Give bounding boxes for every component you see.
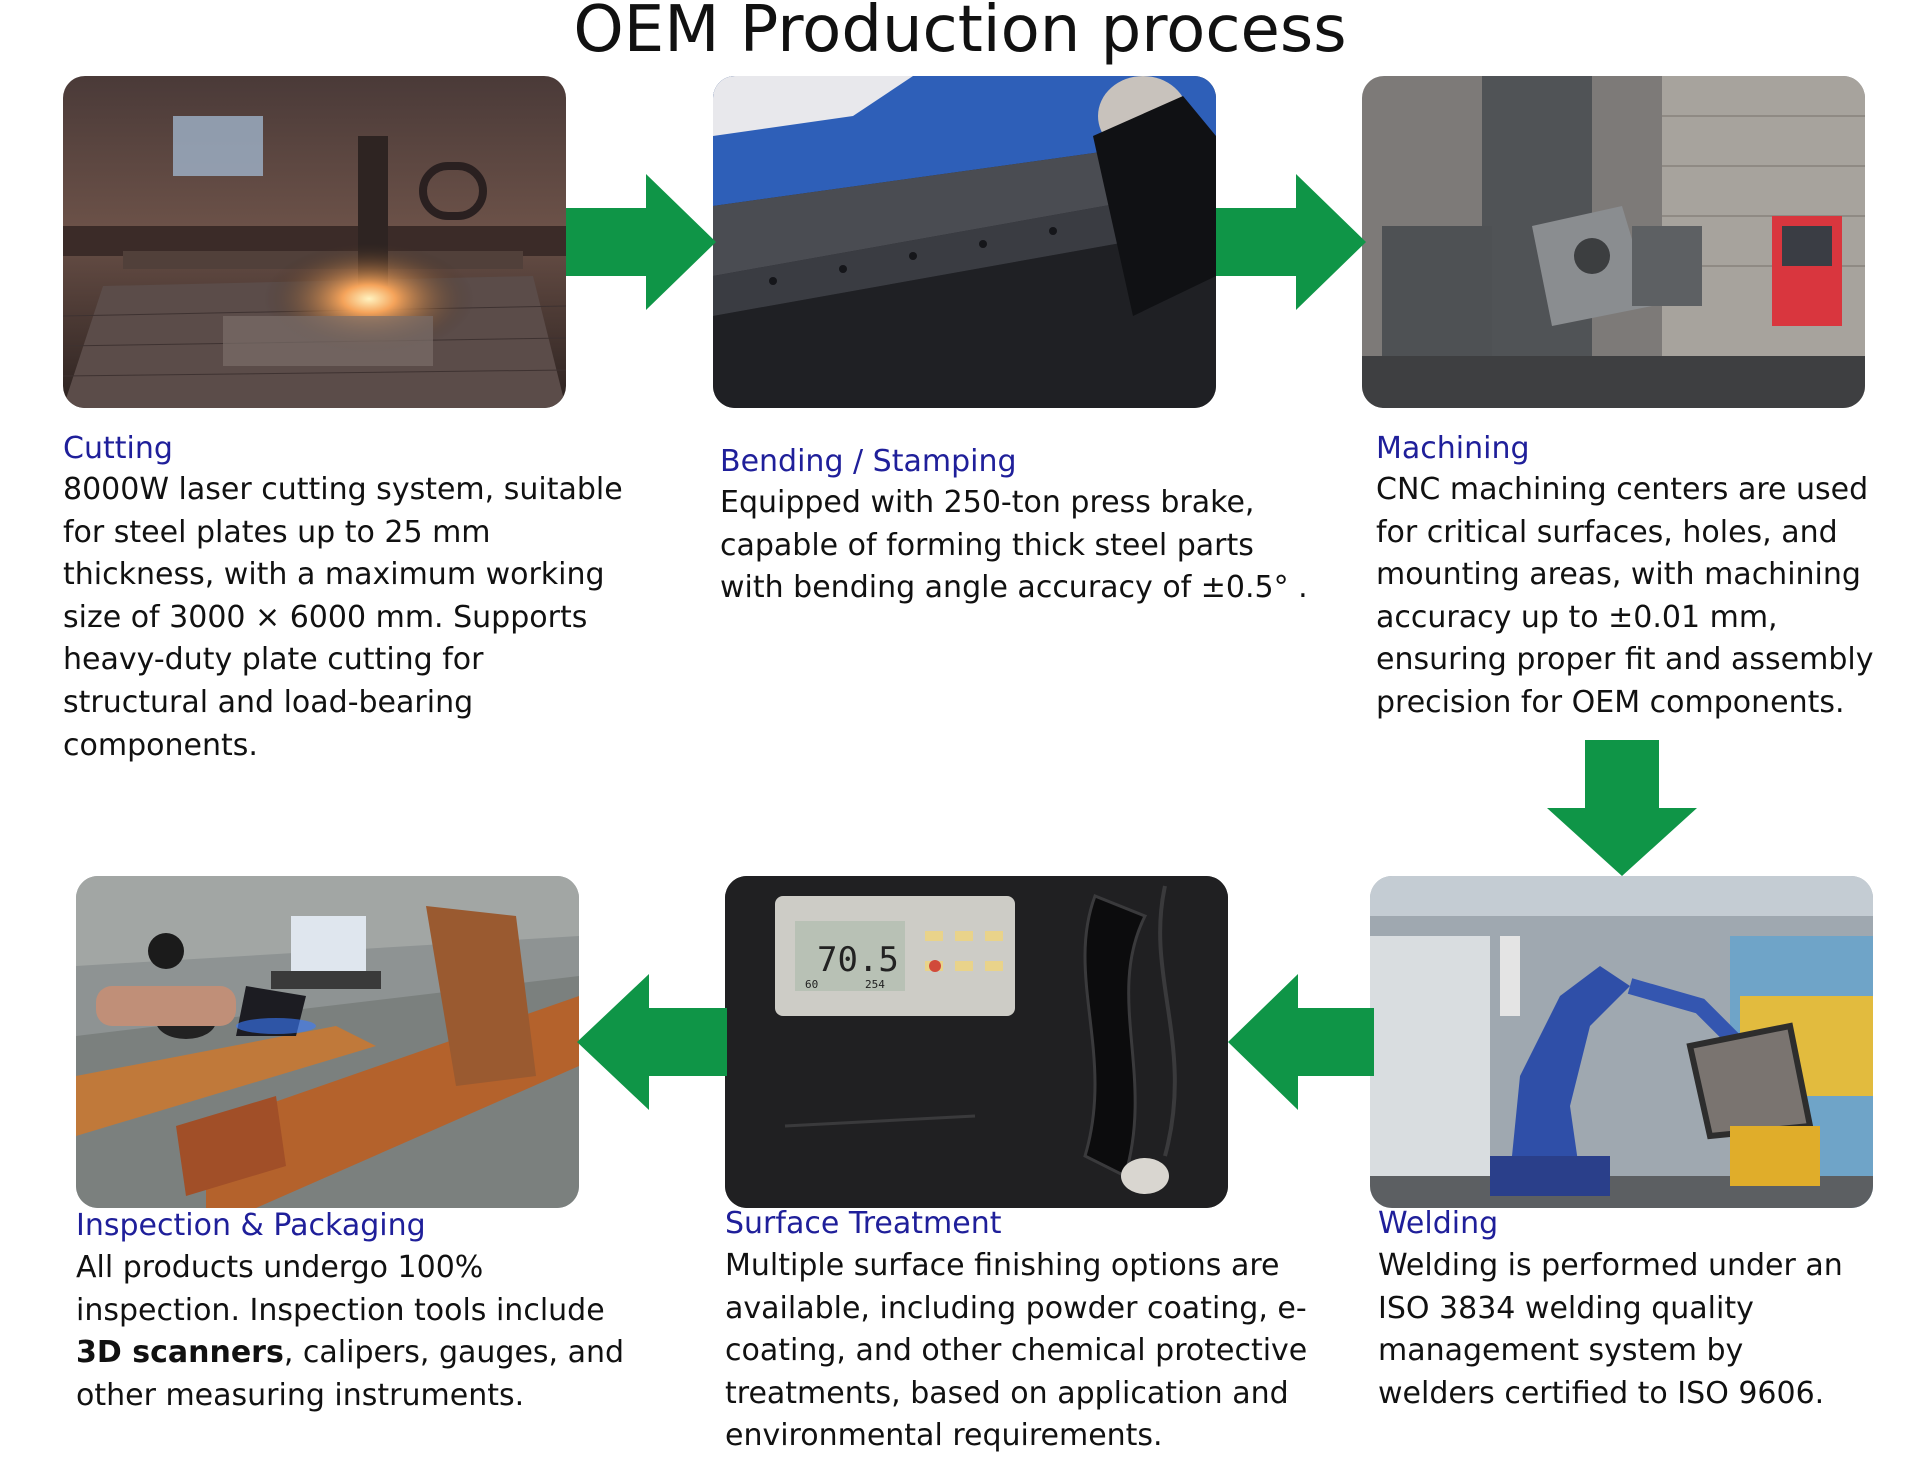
arrow-down-icon (1547, 740, 1697, 876)
coating-gauge-photo: 70.5 60 254 (725, 876, 1228, 1208)
gauge-sub-left: 60 (805, 978, 818, 991)
step-title-cutting: Cutting (63, 431, 173, 466)
step-desc-bending: Equipped with 250-ton press brake, capab… (720, 485, 1308, 606)
cnc-machining-photo (1362, 76, 1865, 408)
press-brake-photo (713, 76, 1216, 408)
arrow-left-icon (577, 974, 727, 1110)
step-desc-inspection: All products undergo 100% inspection. In… (76, 1247, 656, 1417)
gauge-reading: 70.5 (817, 940, 899, 980)
inspection-desc-line2: inspection. Inspection tools include (76, 1292, 605, 1328)
gauge-sub-right: 254 (865, 978, 885, 991)
step-desc-cutting: 8000W laser cutting system, suitable for… (63, 472, 623, 763)
inspection-desc-bold: 3D scanners (76, 1335, 284, 1371)
inspection-desc-line3-rest: , calipers, gauges, and (283, 1335, 625, 1371)
arrow-right-icon (1216, 174, 1366, 310)
step-title-machining: Machining (1376, 431, 1530, 466)
page-title: OEM Production process (573, 0, 1347, 67)
robotic-welding-photo (1370, 876, 1873, 1208)
step-title-bending: Bending / Stamping (720, 444, 1017, 479)
step-desc-welding: Welding is performed under an ISO 3834 w… (1378, 1248, 1843, 1411)
step-desc-machining: CNC machining centers are used for criti… (1376, 472, 1874, 720)
arrow-right-icon (566, 174, 716, 310)
3d-scanner-inspection-photo (76, 876, 579, 1208)
step-title-surface: Surface Treatment (725, 1206, 1002, 1241)
step-title-welding: Welding (1378, 1206, 1499, 1241)
step-desc-surface: Multiple surface finishing options are a… (725, 1248, 1308, 1454)
laser-cutting-photo (63, 76, 566, 408)
arrow-left-icon (1228, 974, 1374, 1110)
step-title-inspection: Inspection & Packaging (76, 1208, 426, 1243)
inspection-desc-line3: 3D scanners, calipers, gauges, and (76, 1332, 656, 1375)
inspection-desc-line4: other measuring instruments. (76, 1377, 525, 1413)
inspection-desc-line1: All products undergo 100% (76, 1250, 484, 1285)
